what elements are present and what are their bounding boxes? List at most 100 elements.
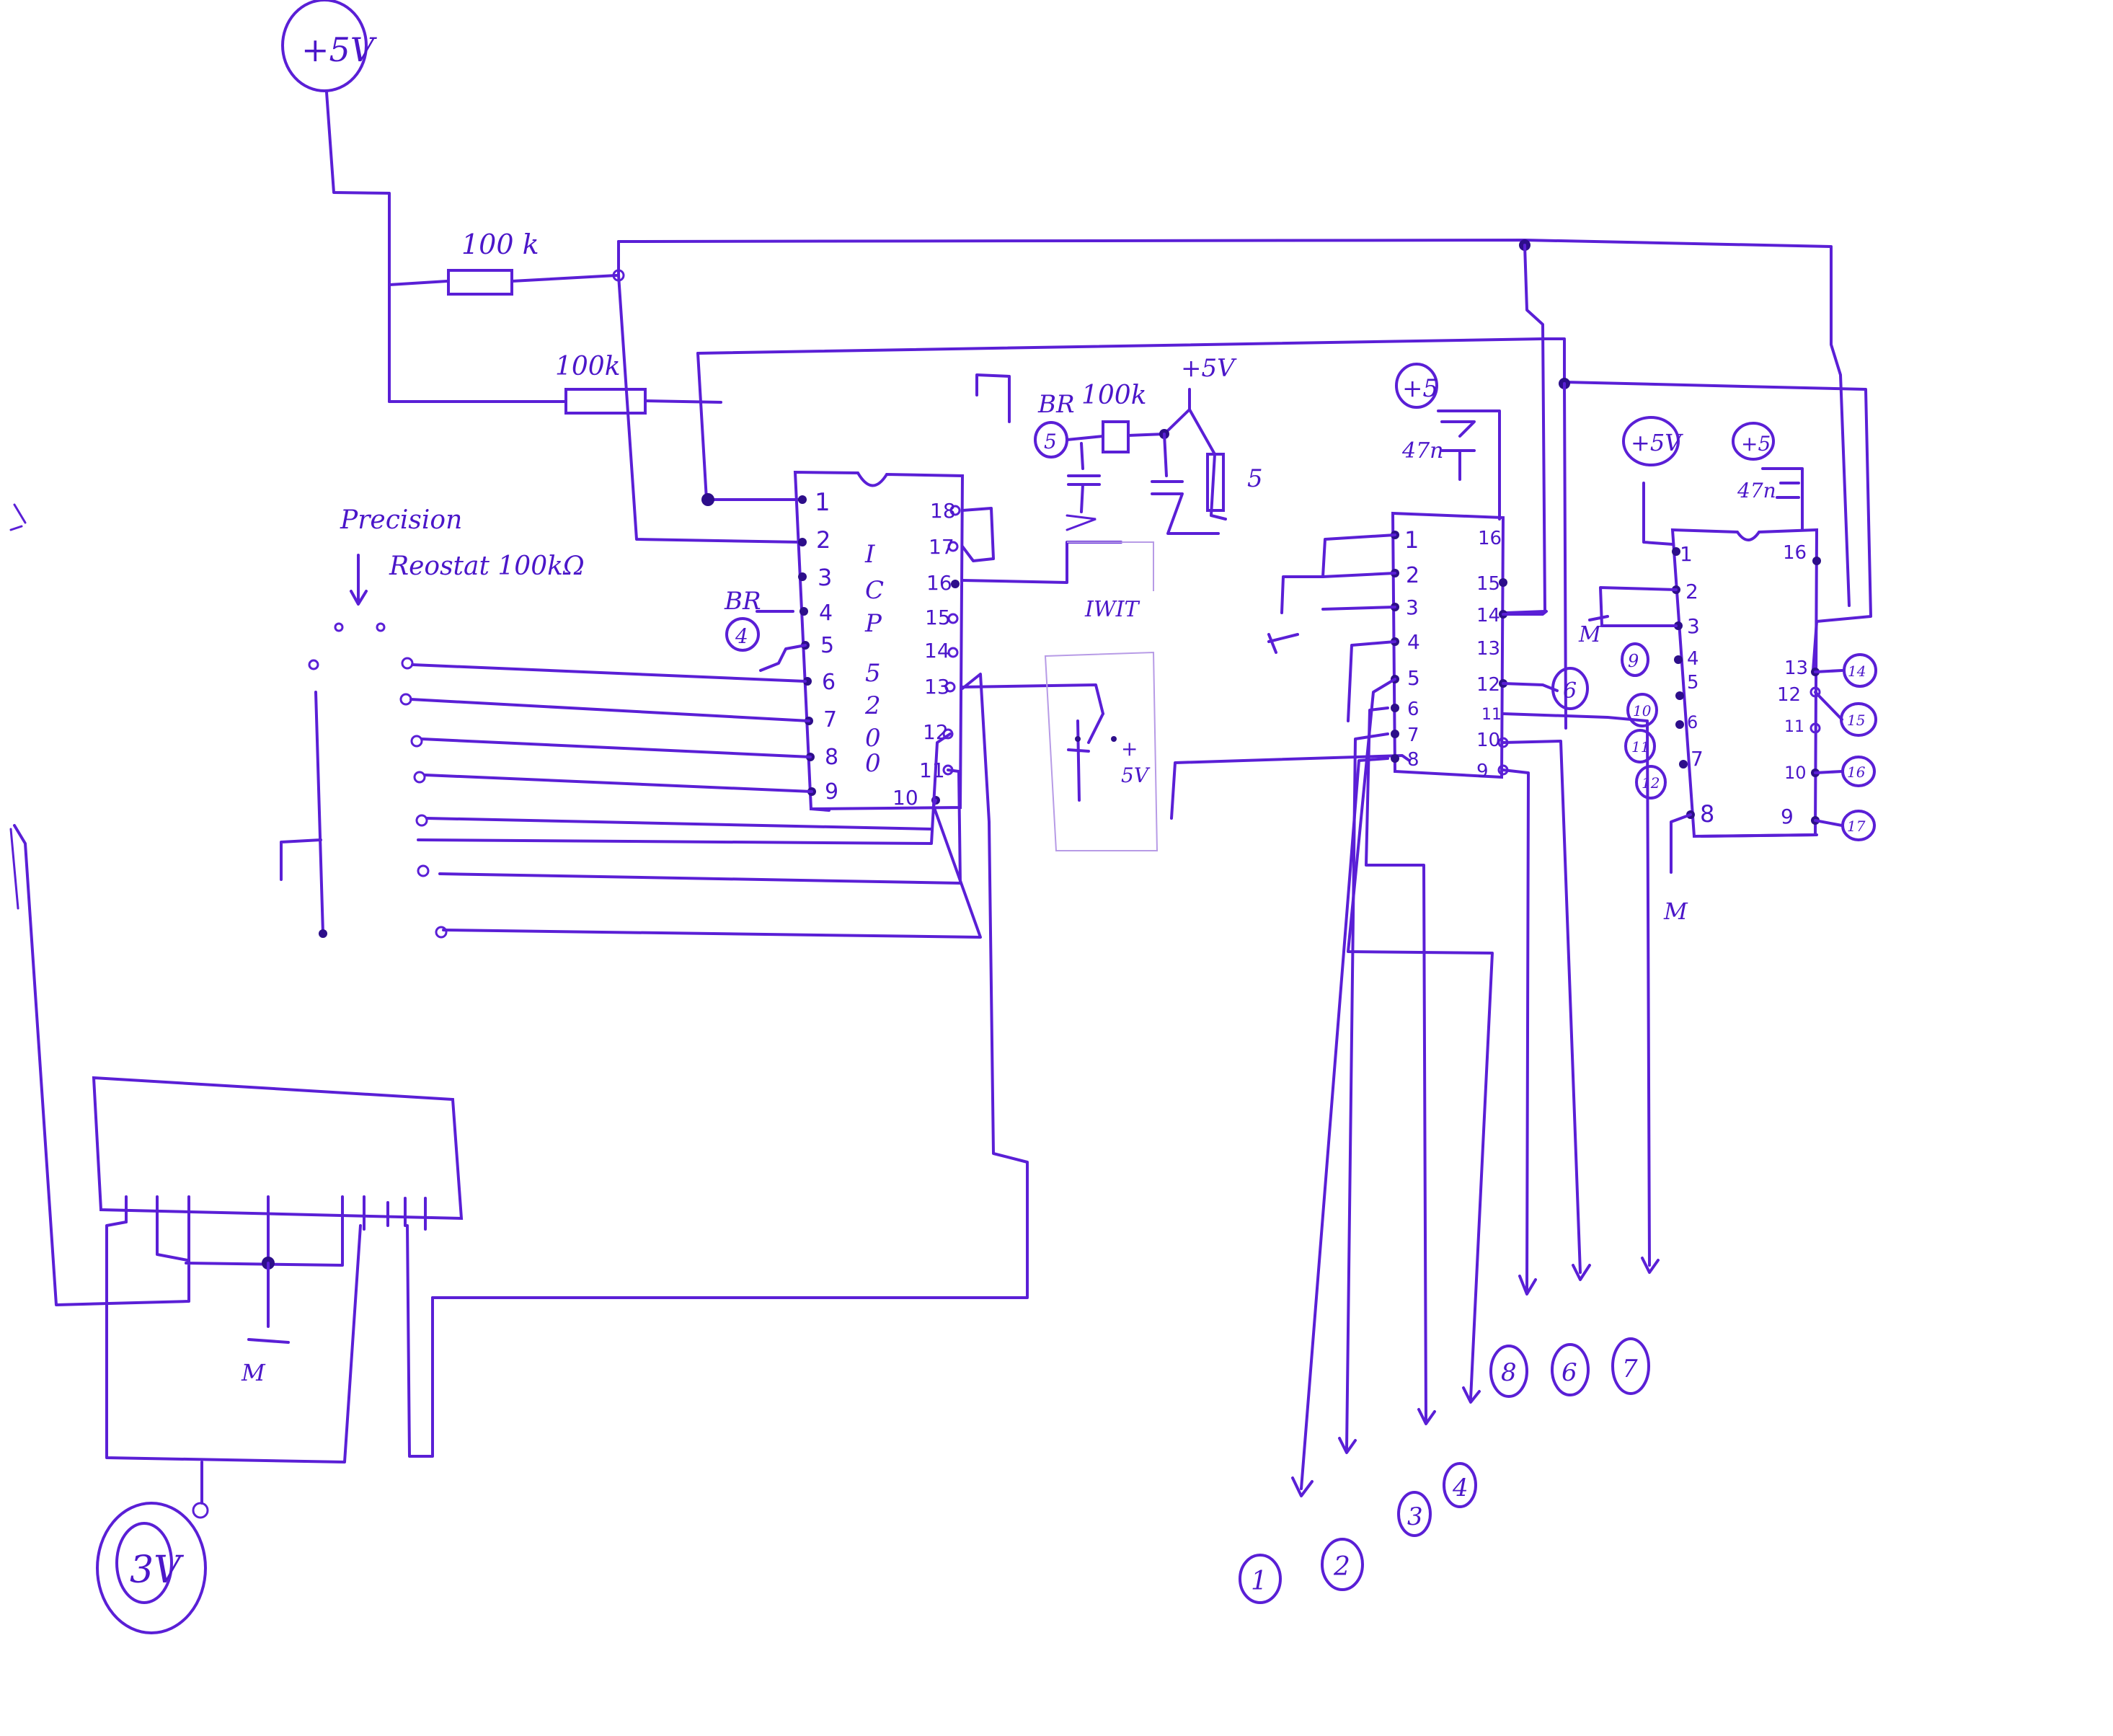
chip1-pin (803, 677, 812, 686)
reostat-contact (376, 622, 386, 632)
tap-wire (424, 774, 813, 793)
reostat-end (319, 929, 327, 938)
chip3-bottom (1700, 833, 1818, 838)
tap-wire (409, 698, 810, 722)
cap3-label: 47n (1401, 438, 1444, 464)
top-bus-wire (617, 239, 1851, 607)
tap-wire (411, 663, 807, 683)
out-label-high: 7 (1622, 1355, 1638, 1383)
precision-reostat: Precision Reostat 100kΩ (280, 505, 933, 939)
chip2-pin12-out (1502, 682, 1559, 692)
osc-wire (1127, 388, 1191, 437)
chip3-pin-number: 4 (1687, 648, 1699, 670)
chip1-pin-number: 17 (929, 535, 954, 559)
chip1-pin-number: 16 (926, 571, 952, 595)
resistor-r2 (564, 388, 647, 415)
out-label-high: 8 (1501, 1358, 1517, 1387)
out-wire-2 (1345, 732, 1389, 1451)
arrow-heads (1291, 1257, 1660, 1497)
out-wire-6 (1502, 769, 1530, 1292)
out-circle (1321, 1538, 1364, 1591)
chip1-pin-number: 3 (818, 564, 832, 591)
reostat-ground (280, 838, 322, 881)
ground-symbol (1066, 514, 1097, 531)
r3-label: 100k (1081, 381, 1147, 410)
switch-to-chip2 (1170, 754, 1411, 820)
chip2-left-wiring (1267, 533, 1396, 654)
module-ground (247, 1262, 290, 1344)
out-label-high: 6 (1562, 1358, 1577, 1387)
chip-2: +5 47n 1 2 3 4 5 6 7 8 16 15 (1267, 363, 1589, 782)
r1-right-wire (510, 274, 618, 283)
num-circle (1843, 653, 1877, 688)
chip1-letter: 2 (864, 691, 881, 720)
out-circle (1611, 1337, 1650, 1395)
chip3-supply2-circle (1732, 422, 1775, 461)
module-battery-circle (96, 1502, 207, 1634)
chip1-left-pins: 1 2 3 4 5 6 7 8 9 (798, 488, 838, 805)
chip1-pin (798, 538, 807, 546)
out-circle (1551, 1343, 1590, 1396)
switch-ground (1067, 719, 1090, 802)
chip1-pin (798, 572, 807, 581)
br1-label: BR (724, 587, 761, 616)
out6-circle (1551, 667, 1589, 710)
chip1-letter: 5 (865, 659, 881, 688)
chip3-pin-number: 5 (1687, 672, 1699, 694)
chip2-pin-number: 8 (1407, 749, 1419, 771)
out6-label: 6 (1563, 678, 1577, 704)
chip3-pin (1679, 760, 1688, 769)
br2-num: 5 (1044, 430, 1057, 453)
out-circle (1239, 1554, 1282, 1604)
module-body (92, 1076, 464, 1221)
chip3-out-label: 16 (1847, 763, 1866, 781)
chip3-decoupling (1761, 467, 1804, 531)
chip1-pin-number: 12 (923, 720, 949, 744)
chip2-supply: +5 (1402, 374, 1438, 403)
precision-label: Precision (340, 505, 462, 535)
output-labels: 1 2 3 4 8 6 7 (1239, 1337, 1650, 1604)
chip3-pin-number: 11 (1784, 718, 1804, 736)
br2-label: BR (1037, 390, 1075, 419)
r1-left-wire (388, 280, 448, 286)
chip2-pin (1391, 730, 1399, 738)
switch-lever (1087, 712, 1104, 744)
switch-outline (1044, 541, 1159, 851)
chip1-pin-number: 14 (924, 639, 950, 663)
chip3-pin (1675, 691, 1684, 700)
out-circle (1397, 1491, 1432, 1537)
chip1-pin-number: 9 (825, 779, 838, 805)
chip1-pin11-wire (438, 769, 962, 885)
supply-network: +5V 100 k 100k (281, 0, 1872, 730)
chip1-pin-number: 13 (924, 675, 950, 699)
chip3-pin-number: 8 (1700, 800, 1714, 828)
chip-icp5200: I C P 5 2 0 0 1 2 3 4 5 6 7 8 9 (417, 373, 1122, 1299)
chip2-pin-number: 6 (1407, 699, 1419, 720)
out-wire-1 (1300, 757, 1389, 1490)
chip1-ground-top (975, 373, 1011, 423)
chip1-pin5-ground (759, 644, 807, 672)
chip1-pin-number: 4 (819, 601, 833, 626)
r1-label: 100 k (461, 229, 539, 260)
chip3-pin (1674, 621, 1683, 630)
precision-arrow (350, 554, 368, 606)
drop-second-bus (1563, 382, 1567, 730)
chip3-pin-number: 6 (1687, 712, 1698, 732)
wire-r1-to-pin2 (617, 240, 802, 544)
chip2-pin-number: 7 (1407, 725, 1419, 746)
out-wire-7 (1502, 712, 1651, 1267)
chip3-pin (1812, 557, 1821, 565)
chip2-pin-number: 5 (1407, 666, 1420, 690)
chip3-in-label: 10 (1633, 702, 1652, 719)
second-bus-wire (696, 337, 1872, 672)
module-right (406, 1224, 434, 1458)
chip1-letter: C (865, 576, 884, 605)
chip1-pin-number: 5 (820, 633, 834, 658)
chip2-body (1391, 511, 1505, 779)
chip3-pin (1674, 655, 1683, 664)
chip1-letter: 0 (865, 724, 881, 753)
chip1-pin-number: 2 (816, 526, 830, 554)
switch-contact (1111, 736, 1117, 742)
supply-wire (325, 91, 391, 403)
cap4-label: 47n (1737, 479, 1776, 502)
